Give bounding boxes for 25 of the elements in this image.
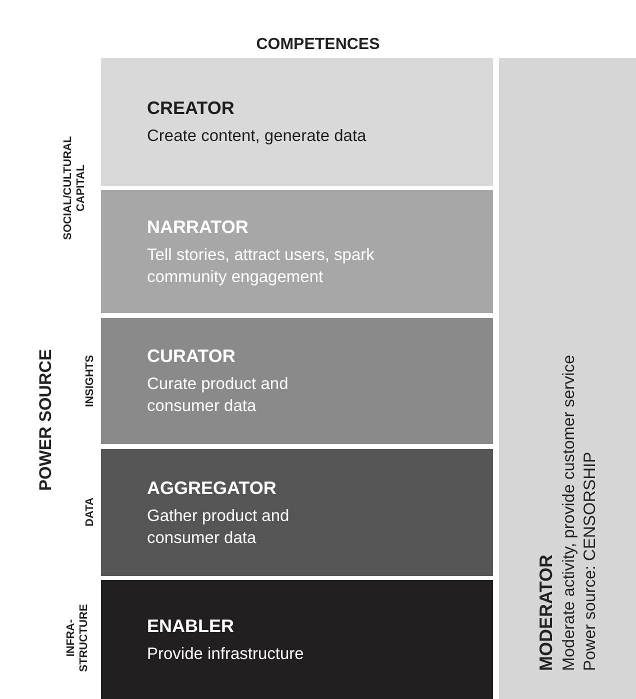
heading: COMPETENCES [255, 36, 381, 54]
role-title: NARRATOR [147, 216, 248, 238]
tier-label: SOCIAL/CULTURAL CAPITAL [61, 135, 88, 242]
axis-title: POWER SOURCE [34, 348, 56, 493]
role-title: CURATOR [147, 345, 236, 367]
role-description: Tell stories, attract users, spark community engagement [147, 244, 376, 288]
role-description: Gather product and consumer data [147, 506, 290, 548]
role-title: ENABLER [147, 614, 234, 636]
role-band [101, 190, 493, 313]
role-description: Create content, generate data [147, 126, 366, 147]
role-description: Power source: CENSORSHIP [579, 451, 599, 670]
tier-label: INFRA-STRUCTURE [64, 603, 91, 674]
role-title: MODERATOR [535, 554, 556, 670]
role-title: AGGREGATOR [147, 476, 276, 498]
tier-label: DATA [82, 496, 96, 528]
role-band [101, 449, 493, 576]
tier-label: INSIGHTS [82, 354, 96, 409]
role-description: Curate product and consumer data [147, 374, 290, 417]
role-title: CREATOR [147, 97, 234, 119]
role-description: Moderate activity, provide customer service [558, 354, 578, 670]
role-panel [499, 58, 636, 699]
role-band [101, 318, 493, 444]
role-description: Provide infrastructure [147, 644, 304, 664]
role-band [101, 580, 493, 699]
role-band [101, 58, 493, 186]
